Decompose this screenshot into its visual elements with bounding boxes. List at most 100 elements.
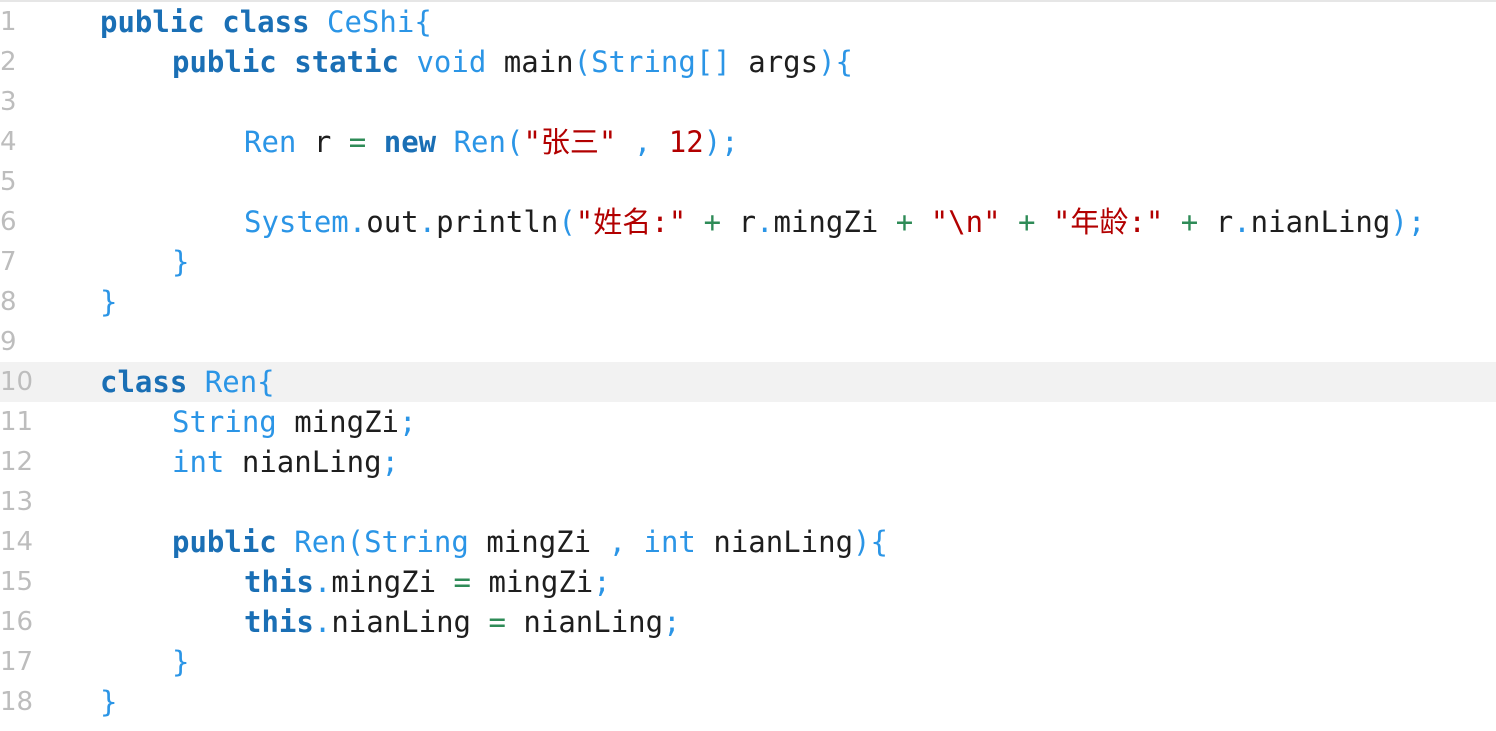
code-token: mingZi bbox=[294, 405, 399, 439]
code-token: String bbox=[591, 45, 696, 79]
code-line[interactable]: 7} bbox=[0, 242, 1496, 282]
line-number-gutter: 6 bbox=[0, 202, 90, 242]
code-token: Ren bbox=[244, 125, 297, 159]
code-token: ; bbox=[399, 405, 417, 439]
code-token: + bbox=[703, 205, 722, 239]
code-token: Ren bbox=[453, 125, 506, 159]
line-number-gutter: 9 bbox=[0, 322, 90, 362]
code-token: mingZi bbox=[488, 565, 594, 599]
code-line[interactable]: 4 Ren r = new Ren("张三" , 12); bbox=[0, 122, 1496, 162]
code-token: Ren bbox=[204, 365, 258, 399]
code-line[interactable]: 8} bbox=[0, 282, 1496, 322]
code-token: int bbox=[643, 525, 696, 559]
code-text: } bbox=[100, 282, 117, 322]
code-token: ( bbox=[573, 45, 592, 79]
code-token: nianLing bbox=[331, 605, 471, 639]
code-token: void bbox=[416, 45, 487, 79]
code-token bbox=[731, 45, 748, 79]
code-token: out bbox=[366, 205, 419, 239]
code-line[interactable]: 13 bbox=[0, 482, 1496, 522]
code-text: this.nianLing = nianLing; bbox=[244, 602, 681, 642]
code-token: . bbox=[348, 205, 367, 239]
code-token bbox=[436, 565, 453, 599]
code-token: nianLing bbox=[523, 605, 664, 639]
code-token: = bbox=[348, 125, 367, 159]
code-token: = bbox=[488, 605, 506, 639]
code-token bbox=[471, 565, 488, 599]
code-token: + bbox=[895, 205, 914, 239]
code-token: ( bbox=[346, 525, 365, 559]
line-number-gutter: 4 bbox=[0, 122, 90, 162]
code-token bbox=[913, 205, 930, 239]
code-token bbox=[626, 525, 643, 559]
code-token: [] bbox=[695, 45, 731, 79]
code-token bbox=[686, 205, 703, 239]
code-token: = bbox=[453, 565, 472, 599]
code-token bbox=[471, 605, 488, 639]
code-token: public bbox=[172, 525, 277, 559]
code-token: } bbox=[100, 285, 118, 319]
code-token: public bbox=[172, 45, 277, 79]
code-token bbox=[399, 45, 416, 79]
code-token bbox=[366, 125, 383, 159]
code-token: . bbox=[1233, 205, 1251, 239]
code-token bbox=[721, 205, 738, 239]
code-token bbox=[469, 525, 486, 559]
code-token: CeShi bbox=[327, 5, 415, 39]
code-line[interactable]: 17} bbox=[0, 642, 1496, 682]
code-text: class Ren{ bbox=[100, 362, 275, 402]
code-token: r bbox=[313, 125, 332, 159]
code-token: class bbox=[222, 5, 310, 39]
code-text: } bbox=[100, 682, 117, 722]
line-number: 10 bbox=[0, 367, 34, 397]
code-token: r bbox=[738, 205, 757, 239]
code-token: String bbox=[172, 405, 277, 439]
code-token: new bbox=[383, 125, 437, 159]
code-token: main bbox=[503, 45, 574, 79]
line-number: 2 bbox=[0, 47, 17, 77]
code-token: ); bbox=[1390, 205, 1426, 239]
line-number: 7 bbox=[0, 247, 17, 277]
code-line[interactable]: 15 this.mingZi = mingZi; bbox=[0, 562, 1496, 602]
line-number: 5 bbox=[0, 167, 17, 197]
code-token: ; bbox=[593, 565, 611, 599]
code-text: System.out.println("姓名:" + r.mingZi + "\… bbox=[244, 202, 1425, 242]
code-token bbox=[1163, 205, 1180, 239]
code-token: . bbox=[756, 205, 774, 239]
code-token: static bbox=[294, 45, 399, 79]
code-line[interactable]: 11 String mingZi; bbox=[0, 402, 1496, 442]
line-number-gutter: 11 bbox=[0, 402, 90, 442]
code-token: . bbox=[313, 605, 332, 639]
code-line[interactable]: 5 bbox=[0, 162, 1496, 202]
line-number: 18 bbox=[0, 687, 34, 717]
code-line-current[interactable]: 10 class Ren{ bbox=[0, 362, 1496, 402]
code-token: , bbox=[633, 125, 652, 159]
code-token: + bbox=[1018, 205, 1036, 239]
code-token: "年龄:" bbox=[1052, 205, 1164, 239]
code-line[interactable]: 18} bbox=[0, 682, 1496, 722]
code-token bbox=[651, 125, 668, 159]
code-text: this.mingZi = mingZi; bbox=[244, 562, 611, 602]
code-text: String mingZi; bbox=[172, 402, 416, 442]
code-token: ); bbox=[703, 125, 739, 159]
code-token: mingZi bbox=[773, 205, 879, 239]
code-token: ( bbox=[558, 205, 576, 239]
code-token: args bbox=[748, 45, 819, 79]
code-token: "张三" bbox=[523, 125, 617, 159]
code-token: } bbox=[172, 245, 190, 279]
line-number: 12 bbox=[0, 447, 34, 477]
code-line[interactable]: 9 bbox=[0, 322, 1496, 362]
code-token: println bbox=[436, 205, 559, 239]
code-line[interactable]: 3 bbox=[0, 82, 1496, 122]
code-text: Ren r = new Ren("张三" , 12); bbox=[244, 122, 739, 162]
code-token: "姓名:" bbox=[575, 205, 687, 239]
line-number-gutter: 15 bbox=[0, 562, 90, 602]
code-token bbox=[1001, 205, 1018, 239]
